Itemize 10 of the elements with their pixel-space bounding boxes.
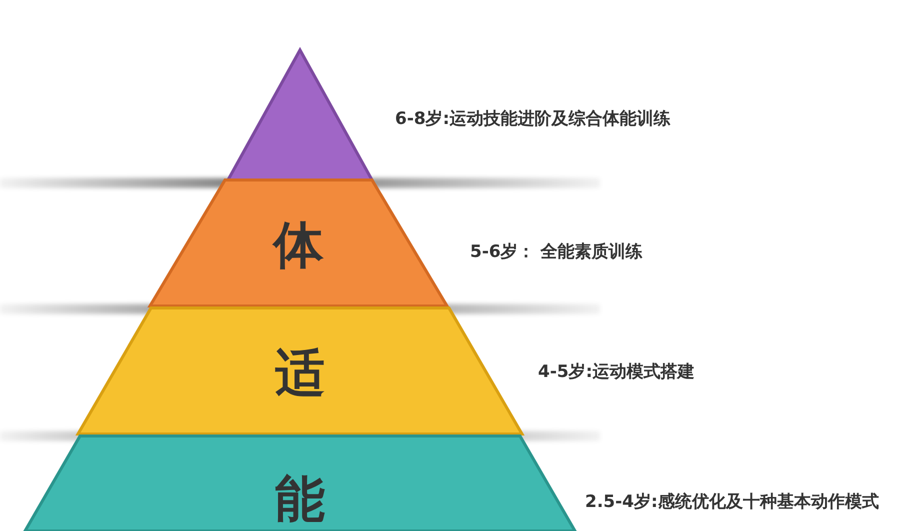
pyramid-tier bbox=[150, 180, 447, 306]
age-stage-label: 2.5-4岁:感统优化及十种基本动作模式 bbox=[585, 491, 879, 513]
tier-character: 体 bbox=[274, 220, 324, 270]
age-stage-label: 6-8岁:运动技能进阶及综合体能训练 bbox=[395, 108, 671, 130]
pyramid-tier bbox=[25, 436, 575, 531]
age-stage-label: 5-6岁： 全能素质训练 bbox=[470, 241, 643, 263]
pyramid-tier bbox=[78, 308, 522, 434]
age-stage-label: 4-5岁:运动模式搭建 bbox=[538, 361, 695, 383]
tier-character: 适 bbox=[275, 348, 325, 398]
tier-character: 能 bbox=[275, 474, 325, 524]
